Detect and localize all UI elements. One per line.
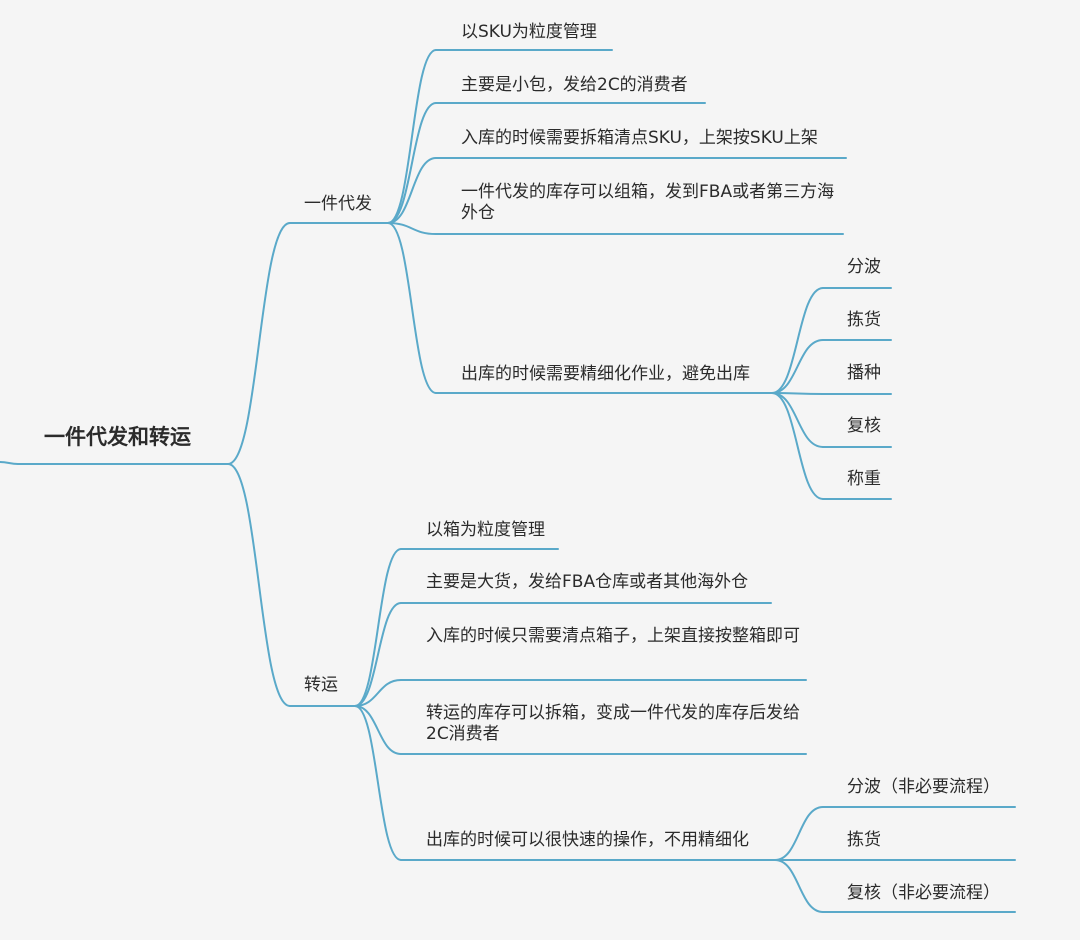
dropship-step-3[interactable]: 播种 [847, 363, 881, 383]
dropship-step-4[interactable]: 复核 [847, 416, 881, 436]
transfer-link-2 [354, 602, 402, 707]
root-to-dropship [227, 222, 291, 465]
transfer-link-1 [354, 548, 402, 707]
dropship-item-4[interactable]: 一件代发的库存可以组箱，发到FBA或者第三方海外仓 [461, 182, 835, 223]
dropship-step-5[interactable]: 称重 [847, 469, 881, 489]
transfer-link-3 [354, 679, 402, 707]
branch-dropship[interactable]: 一件代发 [304, 194, 372, 214]
transfer-item-1[interactable]: 以箱为粒度管理 [426, 520, 545, 540]
dropship-item-2[interactable]: 主要是小包，发给2C的消费者 [461, 75, 688, 95]
transfer-step-3[interactable]: 复核（非必要流程） [847, 883, 1000, 903]
dropship-link-3 [387, 157, 437, 224]
transfer-step-1[interactable]: 分波（非必要流程） [847, 777, 1000, 797]
dropship-item-3[interactable]: 入库的时候需要拆箱清点SKU，上架按SKU上架 [461, 128, 818, 148]
transfer-item-3[interactable]: 入库的时候只需要清点箱子，上架直接按整箱即可 [426, 626, 800, 646]
transfer-item-2[interactable]: 主要是大货，发给FBA仓库或者其他海外仓 [426, 572, 749, 592]
dropship-link-5 [387, 222, 437, 394]
root-stub [0, 461, 19, 465]
dropship-link-4 [387, 222, 437, 235]
transfer-step-link-1 [774, 806, 824, 861]
dropship-link-1 [387, 49, 437, 224]
dropship-step-link-4 [771, 392, 824, 448]
dropship-item-5[interactable]: 出库的时候需要精细化作业，避免出库 [461, 364, 750, 384]
dropship-step-1[interactable]: 分波 [847, 257, 881, 277]
dropship-item-1[interactable]: 以SKU为粒度管理 [461, 22, 597, 42]
transfer-step-link-3 [774, 859, 824, 913]
dropship-step-link-1 [771, 287, 824, 394]
dropship-link-2 [387, 102, 437, 224]
transfer-step-2[interactable]: 拣货 [847, 830, 881, 850]
dropship-step-link-5 [771, 392, 824, 500]
root-to-transfer [227, 463, 291, 707]
dropship-step-link-2 [771, 339, 824, 394]
transfer-item-4[interactable]: 转运的库存可以拆箱，变成一件代发的库存后发给2C消费者 [426, 703, 800, 744]
branch-transfer[interactable]: 转运 [304, 675, 338, 695]
root-node[interactable]: 一件代发和转运 [44, 425, 191, 449]
transfer-item-5[interactable]: 出库的时候可以很快速的操作，不用精细化 [426, 830, 749, 850]
transfer-link-5 [354, 705, 402, 861]
transfer-link-4 [354, 705, 402, 755]
dropship-step-2[interactable]: 拣货 [847, 310, 881, 330]
